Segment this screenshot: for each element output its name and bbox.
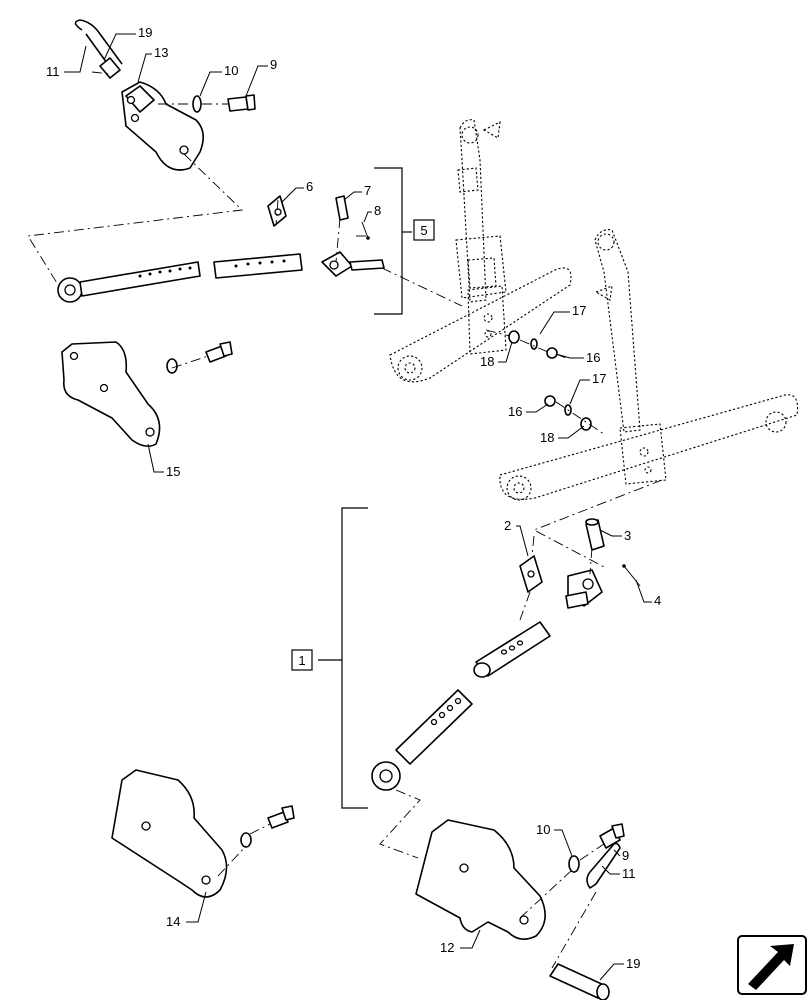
callout-2: 2 — [504, 518, 511, 533]
pin-3 — [585, 518, 605, 551]
assembly-bracket-5 — [374, 167, 412, 315]
callout-6: 6 — [306, 179, 313, 194]
callout-11: 11 — [622, 866, 636, 881]
clevis-top-link — [321, 251, 385, 277]
callout-7: 7 — [364, 183, 371, 198]
top-link-tube-lower — [473, 621, 551, 678]
pin-7 — [335, 195, 349, 221]
callout-19: 19 — [626, 956, 640, 971]
top-link-tube — [213, 253, 303, 279]
callout-10: 10 — [224, 63, 238, 78]
callout-9: 9 — [270, 57, 277, 72]
previous-page-arrow-icon[interactable] — [737, 935, 807, 995]
washer-10-top — [192, 95, 202, 113]
callout-13: 13 — [154, 45, 168, 60]
callout-14: 14 — [166, 914, 180, 929]
bracket-12 — [415, 819, 546, 940]
pin-19-bottom — [549, 963, 610, 1000]
top-link-rod-lower — [371, 689, 473, 791]
fasteners-lower — [544, 395, 592, 431]
assembly-label-5: 5 — [420, 223, 427, 238]
clip-2 — [519, 555, 543, 593]
bolt-9-top — [227, 94, 256, 112]
washer-14 — [240, 832, 252, 848]
callout-labels: 11 19 13 10 9 6 7 8 17 16 18 17 16 18 15… — [46, 25, 661, 971]
callout-18: 18 — [480, 354, 494, 369]
callout-19: 19 — [138, 25, 152, 40]
callout-8: 8 — [374, 203, 381, 218]
bracket-15 — [61, 341, 161, 448]
pin-19-top — [99, 57, 121, 79]
washer-15 — [166, 358, 178, 374]
callout-12: 12 — [440, 940, 454, 955]
callout-4: 4 — [654, 593, 661, 608]
clip-6 — [267, 195, 287, 227]
assembly-box-5 — [413, 219, 435, 241]
assembly-box-1 — [291, 649, 313, 671]
bolt-14 — [267, 805, 295, 829]
ghost-three-point-linkage — [389, 119, 799, 501]
bracket-13 — [121, 81, 204, 171]
top-link-rod-left — [57, 261, 201, 303]
callout-16: 16 — [508, 404, 522, 419]
pin-8 — [361, 221, 370, 240]
callout-17: 17 — [592, 371, 606, 386]
callout-11: 11 — [46, 64, 60, 79]
bolt-15 — [205, 341, 233, 363]
callout-10: 10 — [536, 822, 550, 837]
callout-3: 3 — [624, 528, 631, 543]
washer-10-bottom — [568, 855, 580, 873]
callout-18: 18 — [540, 430, 554, 445]
assembly-label-1: 1 — [298, 653, 305, 668]
callout-9: 9 — [622, 848, 629, 863]
bracket-14 — [111, 769, 228, 898]
dash-dot-centerlines — [27, 71, 663, 969]
assembly-bracket-1 — [318, 507, 368, 809]
clevis-lower — [565, 569, 603, 609]
fasteners-upper — [508, 330, 558, 359]
leader-lines — [64, 33, 652, 981]
callout-16: 16 — [586, 350, 600, 365]
callout-15: 15 — [166, 464, 180, 479]
callout-17: 17 — [572, 303, 586, 318]
clip-11-bottom — [586, 842, 621, 889]
